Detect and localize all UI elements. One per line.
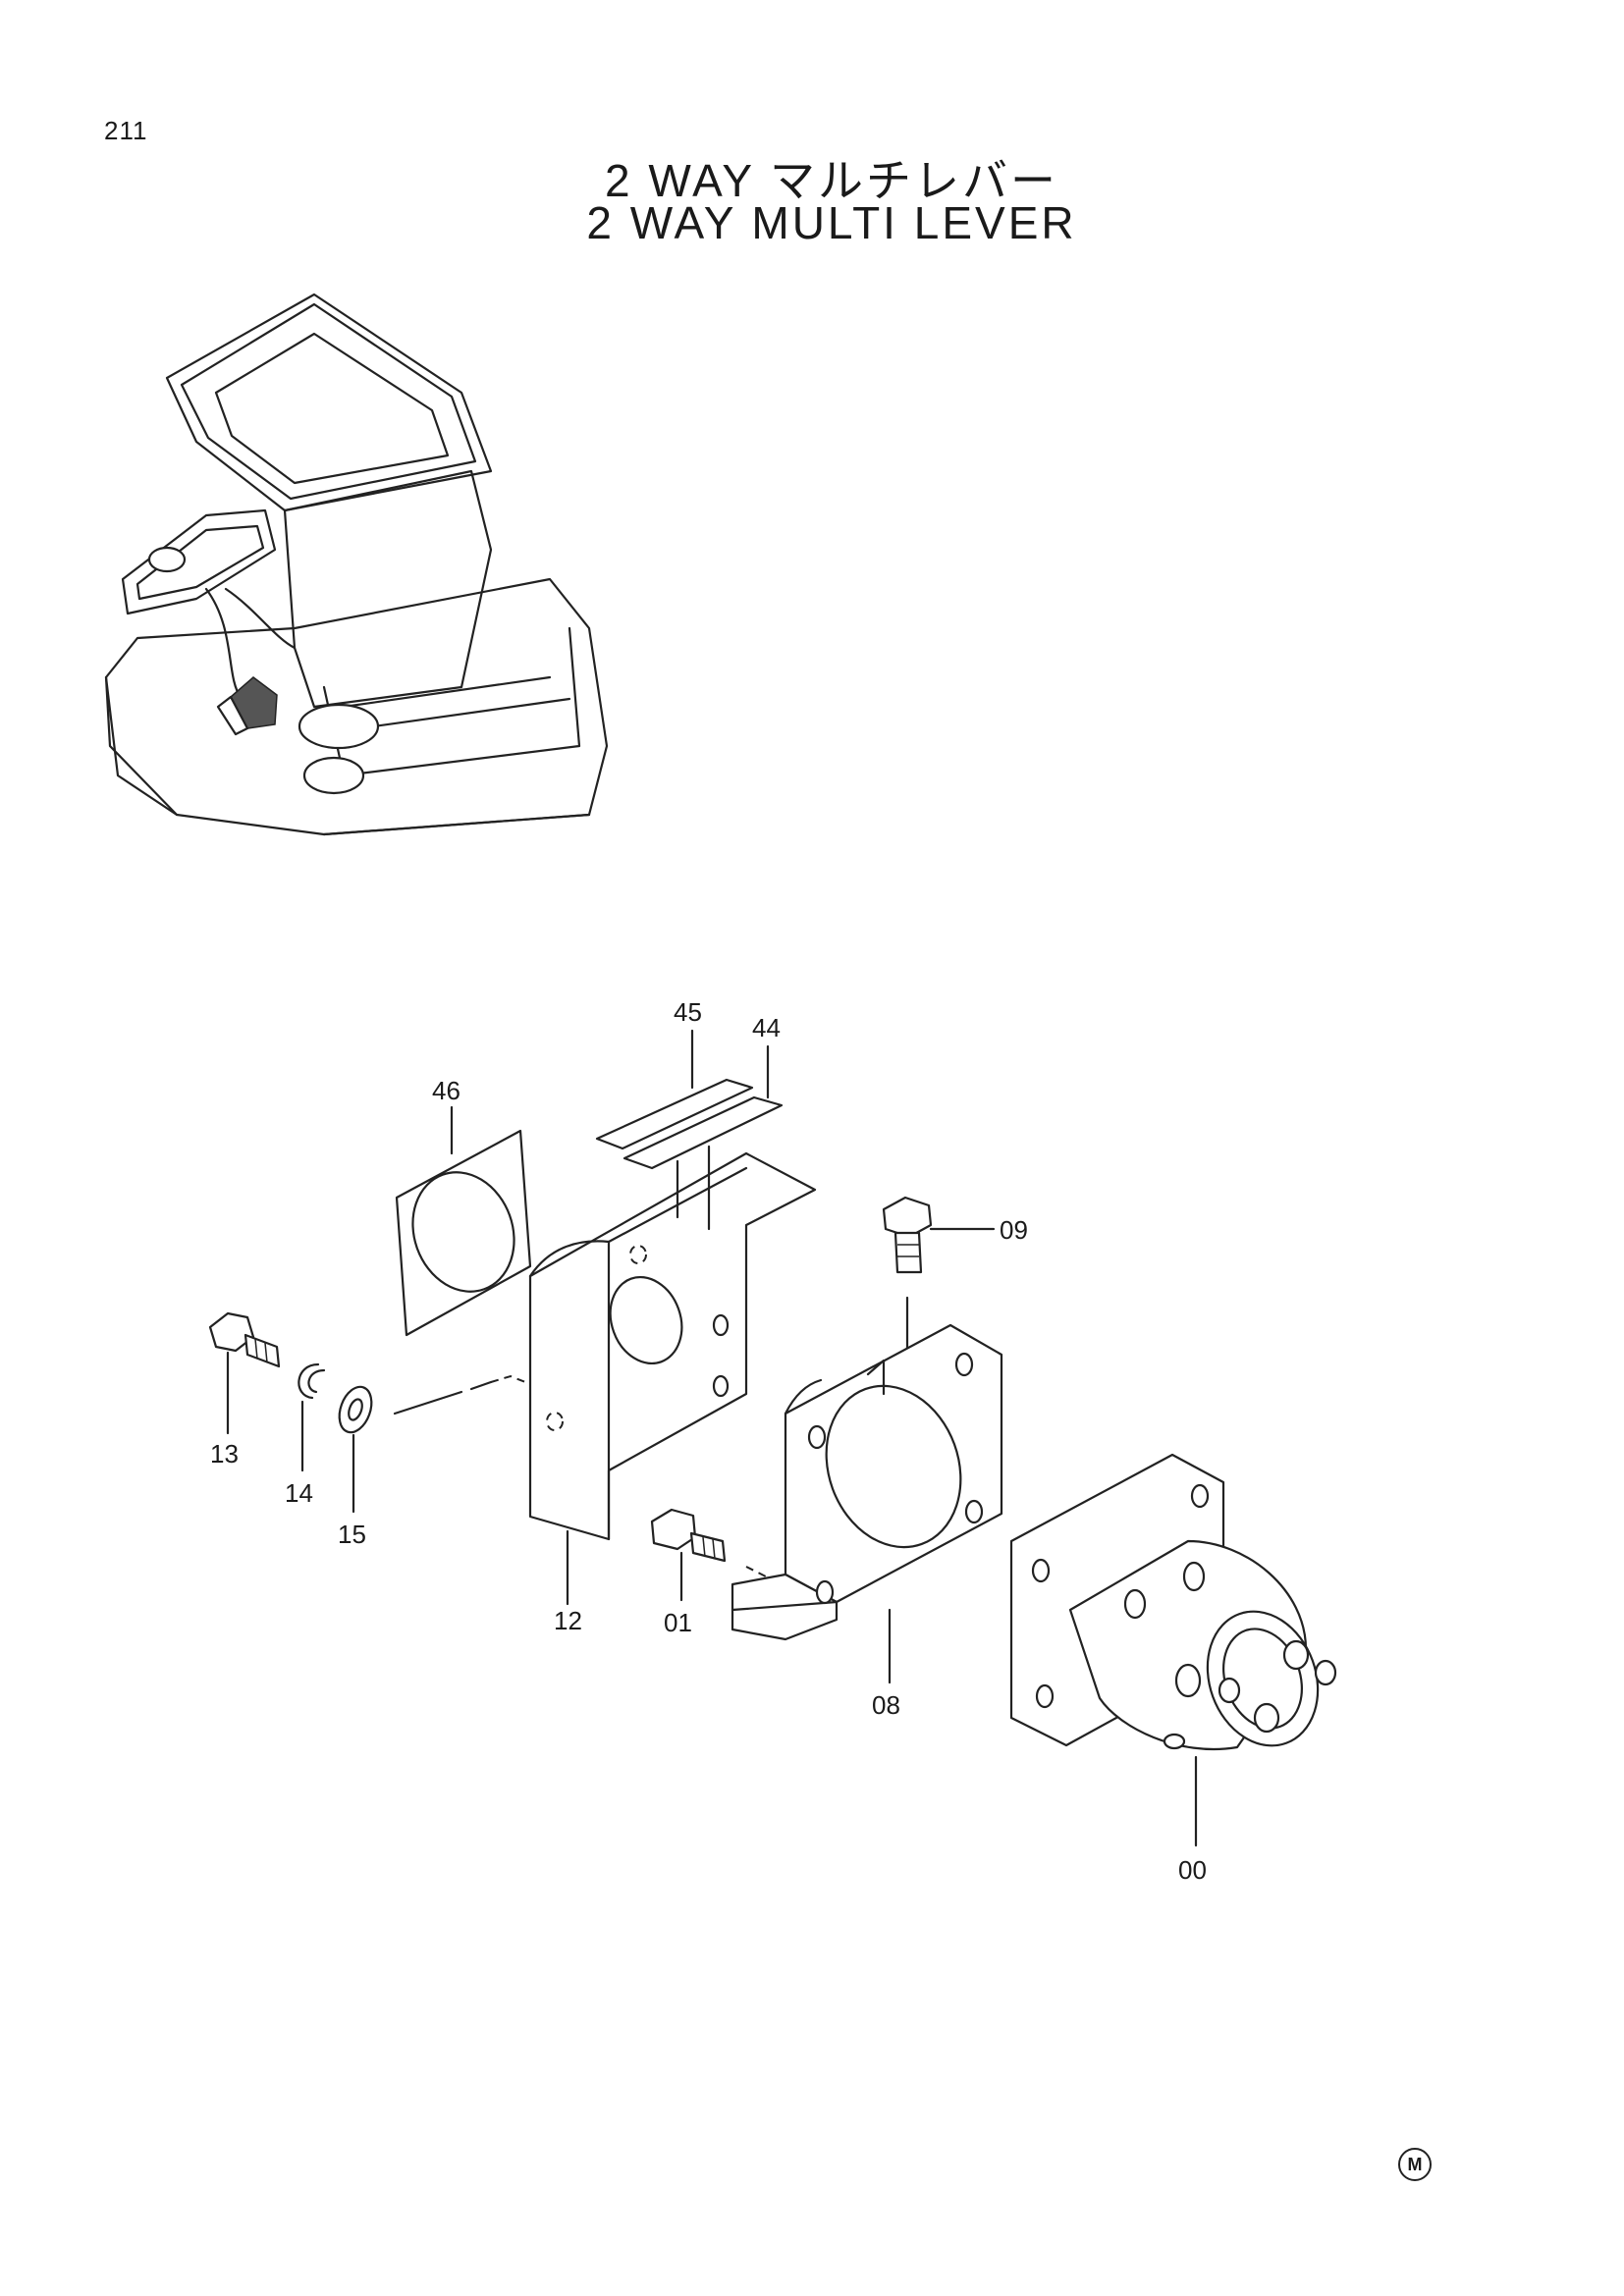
part-45-strip bbox=[595, 1029, 784, 1170]
part-14-snap-ring bbox=[298, 1362, 326, 1472]
part-46-gasket bbox=[395, 1105, 532, 1337]
corner-circle-mark: M bbox=[1398, 2148, 1432, 2181]
label-01: 01 bbox=[664, 1608, 692, 1637]
label-09: 09 bbox=[1000, 1215, 1028, 1245]
label-44: 44 bbox=[752, 1013, 781, 1042]
label-08: 08 bbox=[872, 1690, 900, 1720]
label-13: 13 bbox=[210, 1439, 239, 1468]
part-00-valve bbox=[1009, 1453, 1337, 1847]
part-08-plate bbox=[731, 1323, 1003, 1684]
label-45: 45 bbox=[674, 997, 702, 1027]
title-english: 2 WAY MULTI LEVER bbox=[586, 197, 1077, 248]
label-15: 15 bbox=[338, 1520, 366, 1549]
label-00: 00 bbox=[1178, 1855, 1207, 1885]
part-labels: 45 44 46 09 13 14 15 12 01 08 00 bbox=[210, 997, 1207, 1885]
part-01-bolt bbox=[650, 1508, 786, 1602]
label-14: 14 bbox=[285, 1478, 313, 1508]
page-number: 211 bbox=[104, 116, 148, 145]
console-location-view bbox=[104, 293, 609, 836]
part-12-bracket bbox=[528, 1145, 817, 1541]
label-12: 12 bbox=[554, 1606, 582, 1635]
part-13-bolt bbox=[208, 1311, 281, 1435]
title-japanese: 2 WAY マルチレバー bbox=[605, 155, 1058, 206]
part-15-washer bbox=[338, 1374, 531, 1514]
label-46: 46 bbox=[432, 1076, 460, 1105]
